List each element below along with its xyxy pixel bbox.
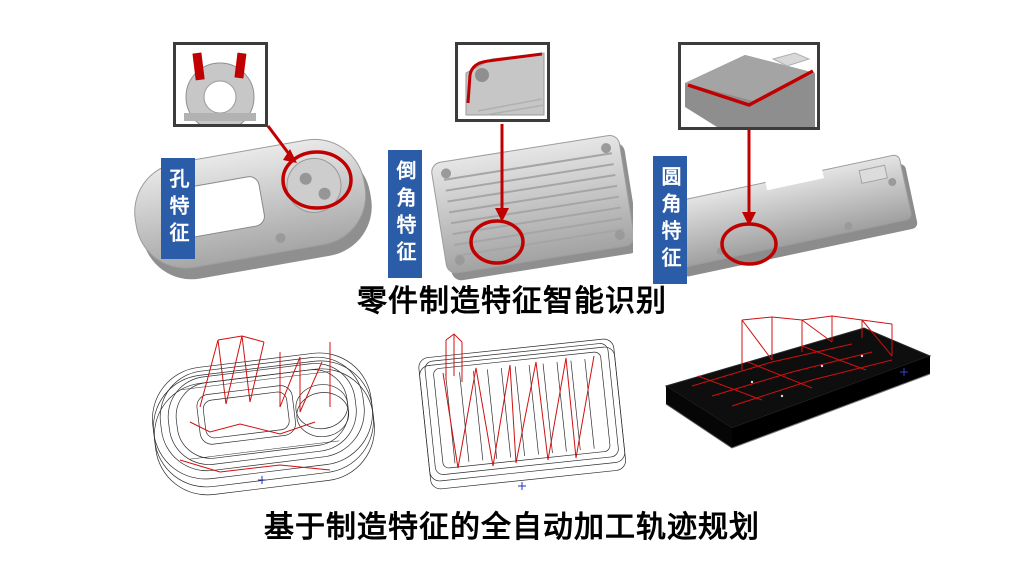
fillet-part-body [664, 154, 918, 277]
chamfer-part-body [431, 134, 633, 281]
feature-label-chamfer: 倒角特征 [388, 150, 422, 278]
hole-feature-figure: 孔特征 [125, 30, 390, 285]
chamfer-feature-figure: 倒角特征 [383, 30, 633, 285]
part-render-chamfer-feature [431, 134, 633, 281]
origin-marker [900, 368, 908, 376]
zoom-inset-hole [173, 42, 268, 127]
solid-block [664, 327, 932, 449]
wireframe-contours [418, 338, 626, 490]
part-render-fillet-feature [664, 154, 918, 277]
bore-detail-drawing [184, 52, 256, 124]
toolpath-render-fillet-part [664, 315, 932, 449]
recognition-caption: 零件制造特征智能识别 [357, 284, 667, 319]
toolpath-render-hole-part [152, 335, 375, 496]
feature-label-fillet: 圆角特征 [653, 156, 687, 284]
wireframe-contours [152, 352, 375, 496]
toolpath-lines [179, 335, 331, 473]
surface-speckles [750, 354, 864, 398]
feature-label-hole: 孔特征 [161, 158, 195, 259]
planning-caption: 基于制造特征的全自动加工轨迹规划 [264, 510, 760, 545]
fillet-detail-drawing [685, 52, 815, 127]
toolpath-lines [691, 315, 893, 407]
zoom-inset-fillet [678, 42, 820, 130]
origin-marker [518, 482, 526, 490]
fillet-feature-figure: 圆角特征 [645, 30, 940, 285]
toolpath-render-chamfer-part [418, 333, 626, 490]
zoom-inset-chamfer [455, 42, 550, 122]
chamfer-detail-drawing [465, 52, 545, 116]
origin-marker [258, 476, 266, 484]
toolpath-lines [442, 333, 595, 469]
